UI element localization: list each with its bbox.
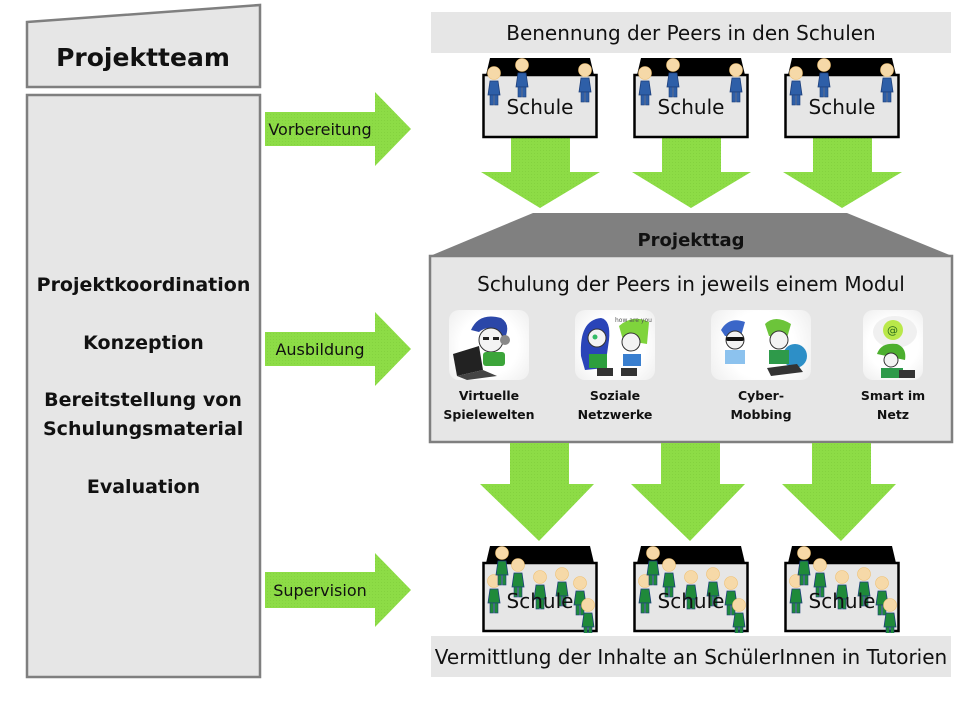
person-icon bbox=[813, 558, 827, 598]
person-icon bbox=[684, 570, 698, 610]
task-projektkoordination: Projektkoordination bbox=[36, 274, 251, 296]
school-top-1: Schule bbox=[482, 57, 598, 139]
module-smart-im-netz: @ Smart im Netz bbox=[838, 310, 948, 424]
module-label: Virtuelle Spielewelten bbox=[443, 388, 535, 422]
school-top-2: Schule bbox=[633, 57, 749, 139]
module-label: Smart im Netz bbox=[860, 388, 926, 422]
person-icon bbox=[706, 567, 720, 607]
school-roof bbox=[788, 58, 896, 75]
school-roof bbox=[788, 546, 896, 563]
school-label: Schule bbox=[657, 589, 725, 613]
person-icon bbox=[729, 63, 743, 103]
school-label: Schule bbox=[808, 589, 876, 613]
phase-label-ausbildung: Ausbildung bbox=[275, 339, 365, 359]
person-icon bbox=[875, 576, 889, 616]
school-label: Schule bbox=[657, 95, 725, 119]
person-icon bbox=[732, 598, 746, 638]
school-building-icon bbox=[482, 58, 598, 139]
person-icon bbox=[789, 66, 803, 106]
person-icon bbox=[789, 574, 803, 614]
school-label: Schule bbox=[808, 95, 876, 119]
phase-arrow-vorbereitung bbox=[265, 92, 411, 166]
module-soziale-netzwerke: how are you Soziale Netzwerke bbox=[560, 310, 670, 424]
person-icon bbox=[555, 567, 569, 607]
module-label: Cyber- Mobbing bbox=[730, 388, 792, 422]
projektteam-tasks-panel bbox=[25, 93, 262, 679]
school-roof bbox=[486, 58, 594, 75]
person-icon bbox=[857, 567, 871, 607]
projektteam-title: Projektteam bbox=[56, 42, 230, 72]
phase-label-supervision: Supervision bbox=[273, 580, 367, 600]
cyberbully-characters-icon bbox=[711, 310, 811, 380]
two-chatting-characters-icon: how are you bbox=[575, 310, 655, 380]
school-roof bbox=[486, 546, 594, 563]
school-label: Schule bbox=[506, 589, 574, 613]
module-cyber-mobbing: Cyber- Mobbing bbox=[706, 310, 816, 424]
person-icon bbox=[638, 66, 652, 106]
person-icon bbox=[662, 558, 676, 598]
person-icon bbox=[817, 58, 831, 98]
down-arrow-top-3 bbox=[783, 137, 902, 208]
school-building-icon bbox=[784, 58, 900, 139]
projektteam-header-box bbox=[25, 3, 262, 89]
top-banner: Benennung der Peers in den Schulen bbox=[431, 12, 951, 53]
person-icon bbox=[495, 546, 509, 586]
school-wall bbox=[482, 73, 598, 139]
person-icon bbox=[487, 66, 501, 106]
task-konzeption: Konzeption bbox=[83, 332, 204, 354]
down-arrow-bottom-1 bbox=[480, 443, 594, 541]
person-icon bbox=[646, 546, 660, 586]
person-icon bbox=[533, 570, 547, 610]
svg-text:@: @ bbox=[887, 324, 898, 337]
down-arrow-top-2 bbox=[632, 137, 751, 208]
school-building-icon bbox=[633, 546, 749, 638]
projekttag-title: Projekttag bbox=[637, 229, 745, 251]
school-roof bbox=[637, 58, 745, 75]
person-icon bbox=[666, 58, 680, 98]
person-icon bbox=[797, 546, 811, 586]
school-building-icon bbox=[784, 546, 900, 638]
module-label: Soziale Netzwerke bbox=[577, 388, 653, 422]
module-virtuelle-spielewelten: Virtuelle Spielewelten bbox=[434, 310, 544, 424]
person-icon bbox=[880, 63, 894, 103]
person-icon bbox=[835, 570, 849, 610]
school-bottom-3: Schule bbox=[784, 545, 900, 638]
projektteam-task-list: Projektkoordination Konzeption Bereitste… bbox=[27, 95, 260, 677]
school-top-3: Schule bbox=[784, 57, 900, 139]
down-arrow-top-1 bbox=[481, 137, 600, 208]
down-arrow-bottom-2 bbox=[631, 443, 745, 541]
person-icon bbox=[515, 58, 529, 98]
school-bottom-2: Schule bbox=[633, 545, 749, 638]
task-evaluation: Evaluation bbox=[86, 476, 201, 498]
task-schulungsmaterial: Bereitstellung von Schulungsmaterial bbox=[43, 389, 244, 440]
person-icon bbox=[578, 63, 592, 103]
school-roof bbox=[637, 546, 745, 563]
phase-arrow-supervision bbox=[265, 553, 411, 627]
school-wall bbox=[633, 73, 749, 139]
svg-text:how are you: how are you bbox=[615, 317, 652, 324]
phase-label-vorbereitung: Vorbereitung bbox=[268, 119, 372, 139]
school-label: Schule bbox=[506, 95, 574, 119]
person-icon bbox=[724, 576, 738, 616]
bottom-banner: Vermittlung der Inhalte an SchülerInnen … bbox=[431, 636, 951, 677]
school-building-icon bbox=[482, 546, 598, 638]
school-bottom-1: Schule bbox=[482, 545, 598, 638]
lightbulb-idea-icon: @ bbox=[863, 310, 923, 380]
person-icon bbox=[511, 558, 525, 598]
gamer-with-laptop-icon bbox=[449, 310, 529, 380]
person-icon bbox=[487, 574, 501, 614]
down-arrow-bottom-3 bbox=[782, 443, 896, 541]
phase-arrow-ausbildung bbox=[265, 312, 411, 386]
projekttag-subtitle: Schulung der Peers in jeweils einem Modu… bbox=[477, 272, 905, 296]
school-building-icon bbox=[633, 58, 749, 139]
school-wall bbox=[784, 73, 900, 139]
projekttag-header-trapezoid bbox=[430, 213, 952, 256]
